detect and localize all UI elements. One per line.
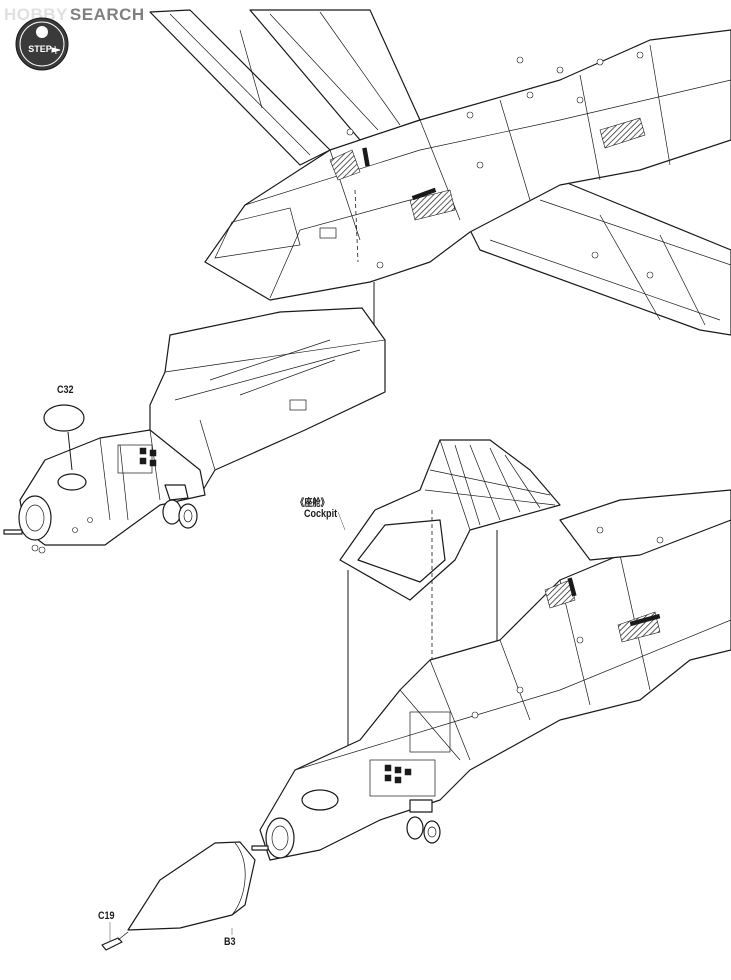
label-cockpit-en: Cockpit [304,508,338,520]
nose-cone-b3 [127,841,256,931]
watermark-brand-a: HOBBY [4,5,68,24]
plane-icon [51,45,61,55]
watermark-brand-b: SEARCH [69,5,145,24]
label-c32: C32 [57,384,74,396]
upper-fuselage-assembly [149,9,731,336]
pitot-probe-c19 [101,931,129,951]
forward-fuselage-assembly [3,307,386,554]
step-badge: STEP [14,16,70,72]
label-cockpit-cn: 《座舱》 [296,498,329,509]
part-c32 [43,404,85,471]
leader-cockpit [337,511,346,531]
label-b3: B3 [224,936,236,948]
cockpit-canopy-part [339,439,561,672]
label-c19: C19 [98,910,115,922]
step-label: STEP [28,44,52,54]
main-fuselage-assembly [251,489,731,861]
watermark: HOBBY SEARCH [4,4,145,26]
